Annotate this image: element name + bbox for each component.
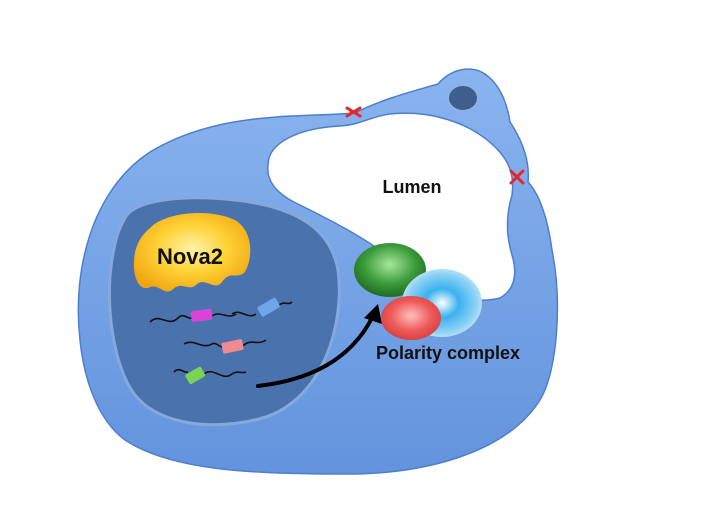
tight-junction-icon: [509, 169, 525, 185]
exon-green: [185, 366, 206, 384]
exon-magenta: [190, 308, 213, 323]
exon-blue: [257, 297, 280, 317]
nova2-label: Nova2: [157, 244, 223, 269]
lumen-cavity: [267, 112, 516, 301]
rna-transcript-icon: [183, 339, 267, 348]
nova2-protein: [133, 213, 251, 292]
lumen-label: Lumen: [382, 177, 441, 197]
organelle: [447, 84, 479, 112]
polarity-green: [354, 243, 426, 297]
arrow-head: [364, 304, 382, 324]
tight-junction-icon: [345, 106, 362, 118]
polarity-red: [381, 296, 441, 340]
rna-transcript-icon: [173, 368, 247, 378]
exon-pink: [221, 339, 244, 354]
arrow-icon: [256, 316, 374, 388]
polarity-complex-label: Polarity complex: [376, 343, 520, 363]
rna-transcript-icon: [149, 313, 237, 323]
